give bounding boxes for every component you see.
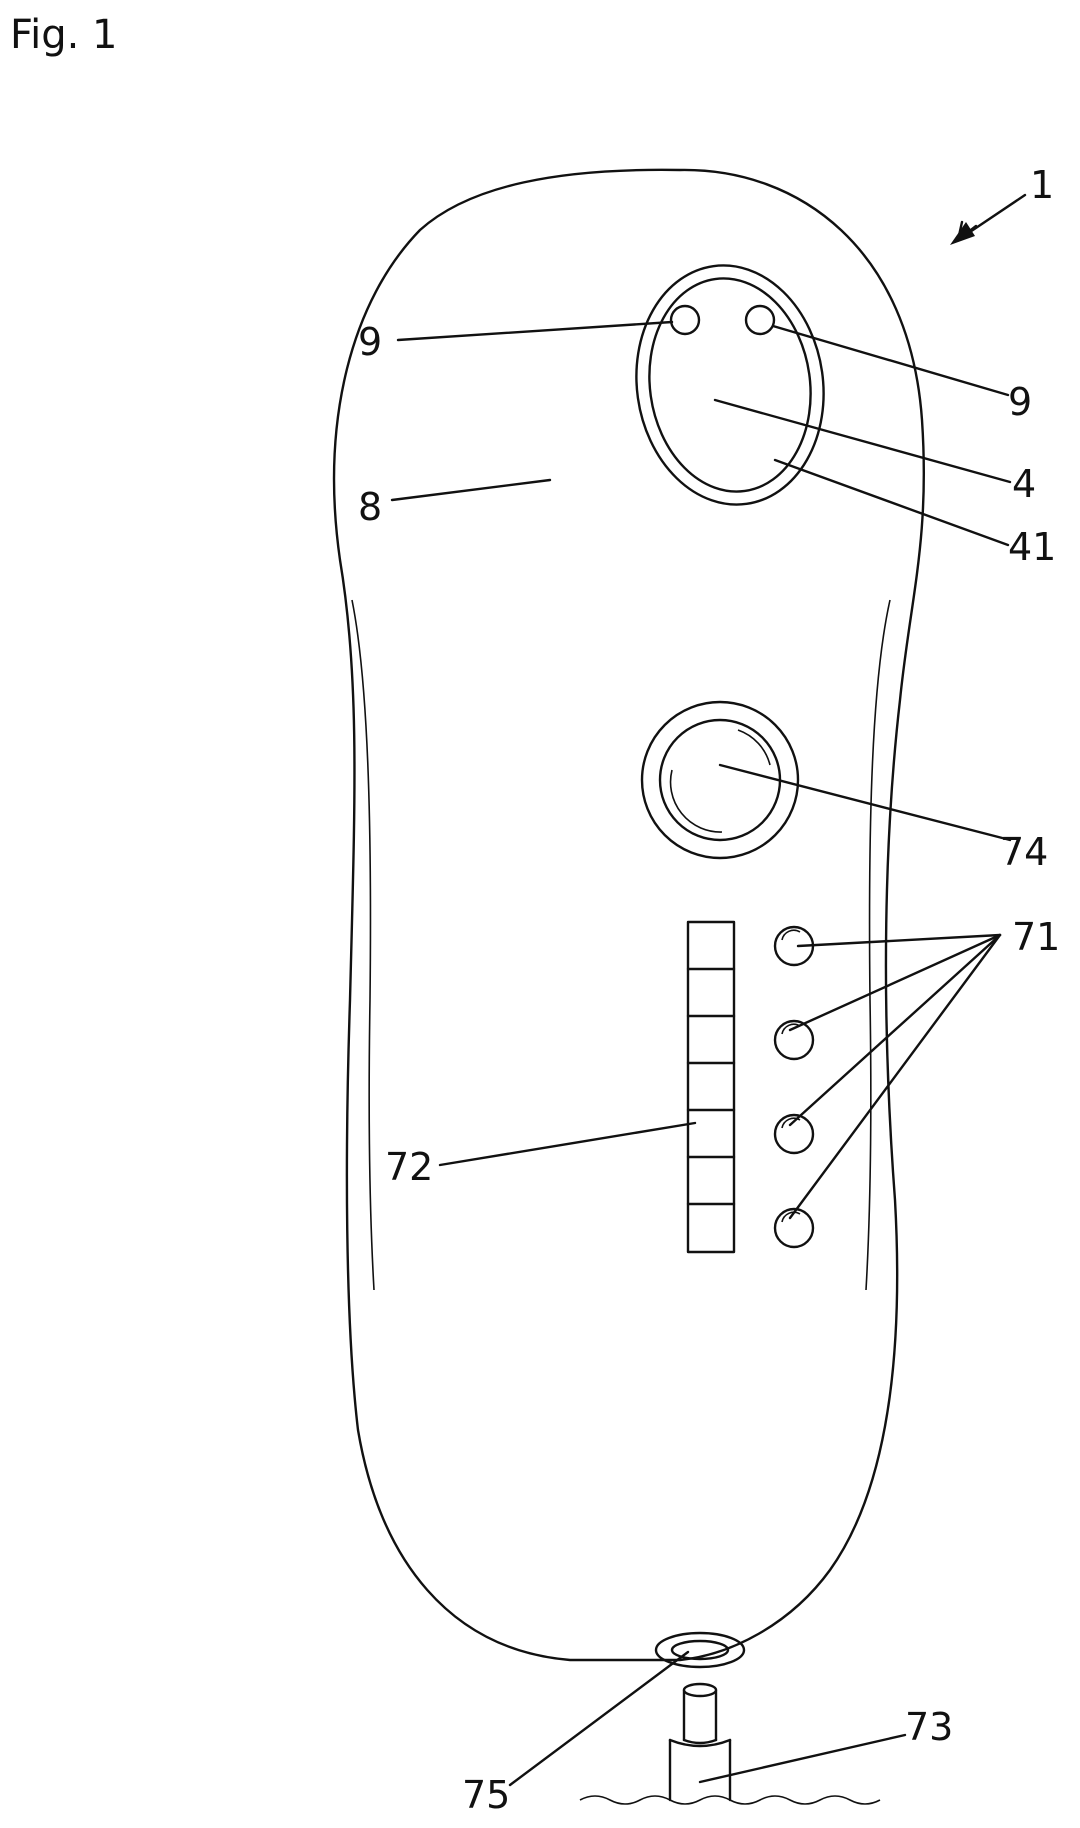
device-arrowhead-fill <box>950 222 975 245</box>
label-housing: 8 <box>358 485 382 529</box>
label-level-display: 72 <box>385 1145 433 1189</box>
leader-level-display <box>438 1121 697 1167</box>
head-area <box>648 277 812 493</box>
main-button-inner <box>658 718 782 842</box>
leader-indicator-4 <box>788 933 1002 1220</box>
head-ring <box>635 264 825 506</box>
housing-contour-left <box>351 599 375 1291</box>
leader-head-area <box>713 398 1012 484</box>
leader-head-ring <box>773 458 1010 547</box>
leader-light-right <box>771 324 1010 397</box>
indicator-button <box>773 1207 815 1249</box>
socket-outer <box>654 1631 746 1669</box>
main-button-outer <box>640 700 800 860</box>
leader-indicator-1 <box>796 933 1002 948</box>
label-device: 1 <box>1030 163 1054 207</box>
housing-outline <box>332 168 926 1662</box>
housing-contour-right <box>865 599 891 1291</box>
leader-housing <box>390 478 552 502</box>
label-socket: 75 <box>462 1773 510 1817</box>
cable-wavy-edge <box>579 1795 881 1805</box>
leader-indicator-2 <box>788 933 1002 1032</box>
label-indicator-buttons: 71 <box>1012 915 1060 959</box>
label-light-left: 9 <box>358 320 382 364</box>
leader-indicator-3 <box>788 933 1002 1127</box>
leader-socket <box>508 1650 690 1787</box>
socket-inner <box>670 1639 730 1661</box>
main-button-highlight <box>669 729 771 833</box>
level-display <box>686 920 736 1254</box>
leader-light-left <box>396 320 674 342</box>
label-main-button: 74 <box>1000 830 1048 874</box>
figure-title: Fig. 1 <box>10 12 117 58</box>
indicator-button <box>773 1019 815 1061</box>
plug <box>668 1682 732 1802</box>
leader-plug <box>698 1733 907 1784</box>
light-left <box>669 304 701 336</box>
leader-main-button <box>718 763 1012 842</box>
label-head-ring: 41 <box>1008 525 1056 569</box>
label-plug: 73 <box>905 1705 953 1749</box>
light-right <box>744 304 776 336</box>
label-light-right: 9 <box>1008 380 1032 424</box>
label-head-area: 4 <box>1012 462 1036 506</box>
